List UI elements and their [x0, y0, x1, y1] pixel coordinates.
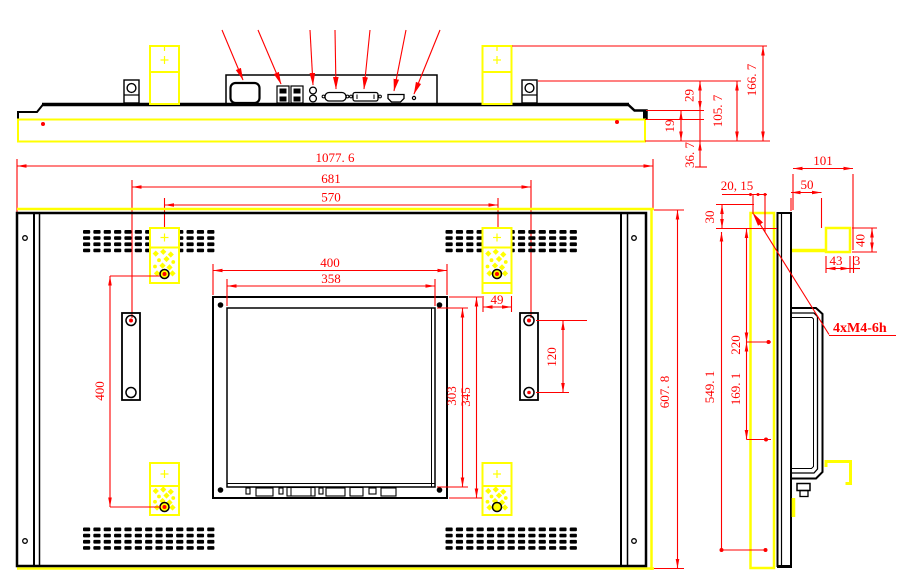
- side-view-dimensions: 101 50 20, 15 30 220 169. 1: [702, 153, 896, 552]
- dim-400-plate: 400: [320, 255, 340, 270]
- hinge-bracket-right: [521, 79, 538, 104]
- dim-1077-6: 1077. 6: [316, 150, 356, 165]
- dim-20-15: 20, 15: [721, 178, 754, 193]
- dim-50: 50: [801, 177, 814, 192]
- usb-ports: [276, 85, 304, 104]
- side-bezel: [749, 211, 776, 570]
- mount-bracket-top-left: [149, 45, 180, 105]
- dim-220: 220: [728, 335, 743, 355]
- audio-jacks: [308, 86, 318, 103]
- mount-hook: [824, 460, 852, 485]
- vga-connector: [321, 91, 350, 102]
- hdmi-connector: [387, 93, 405, 103]
- dvi-connector: [349, 91, 382, 102]
- frame-screw: [631, 235, 637, 241]
- dim-345: 345: [458, 387, 473, 407]
- mount-bracket-top-right: [481, 45, 513, 105]
- mount-hole: [491, 501, 503, 513]
- dim-607-8: 607. 8: [657, 376, 672, 409]
- dim-29: 29: [682, 89, 697, 102]
- dim-49: 49: [491, 292, 504, 307]
- side-mount-box: [791, 307, 824, 480]
- connector-panel: [225, 74, 438, 105]
- dim-30: 30: [702, 211, 717, 224]
- dim-570: 570: [321, 190, 341, 205]
- front-bezel-band: [17, 118, 646, 143]
- power-connector: [229, 81, 261, 105]
- top-view: 29 105. 7 166. 7 19 36. 7: [17, 29, 770, 169]
- dim-358: 358: [321, 271, 341, 286]
- dim-36-7: 36. 7: [682, 142, 697, 169]
- mount-bracket-back-tr: [481, 227, 513, 294]
- mount-plate: [212, 296, 448, 499]
- frame-screw: [631, 538, 637, 544]
- handle-left: [121, 312, 141, 401]
- dim-101: 101: [813, 153, 833, 168]
- dim-400-vertical: 400: [92, 381, 107, 401]
- frame-screw: [22, 235, 28, 241]
- width-dimensions: 1077. 6 681 570: [16, 150, 654, 318]
- back-view: 400 358 303 345 49 400 120: [15, 207, 684, 570]
- thread-note: 4xM4-6h: [833, 321, 887, 336]
- dim-681: 681: [321, 171, 341, 186]
- top-view-dimensions: 29 105. 7 166. 7 19 36. 7: [512, 45, 770, 169]
- hinge-bracket-left: [123, 79, 140, 104]
- pinhole: [411, 95, 417, 101]
- plate-connector-row: [245, 486, 397, 497]
- bracket-speckles: [152, 248, 509, 511]
- mount-block: [824, 226, 852, 254]
- dim-169-1: 169. 1: [728, 373, 743, 406]
- side-foot: [796, 482, 811, 492]
- side-view: 101 50 20, 15 30 220 169. 1: [702, 153, 896, 570]
- frame-screw: [22, 538, 28, 544]
- dim-549-1: 549. 1: [702, 371, 717, 404]
- dim-43: 43: [830, 253, 843, 268]
- dim-303: 303: [444, 386, 459, 406]
- connector-callout-leaders: [221, 29, 441, 95]
- vent-grids: [83, 230, 577, 550]
- dim-120: 120: [544, 347, 559, 367]
- dim-40: 40: [853, 234, 868, 247]
- handle-right: [519, 312, 539, 401]
- dim-166-7: 166. 7: [744, 63, 759, 96]
- dim-3: 3: [854, 253, 861, 268]
- back-view-dimensions: 400 358 303 345 49 400 120: [92, 209, 684, 570]
- dim-19: 19: [662, 120, 677, 133]
- dim-105-7: 105. 7: [710, 94, 725, 127]
